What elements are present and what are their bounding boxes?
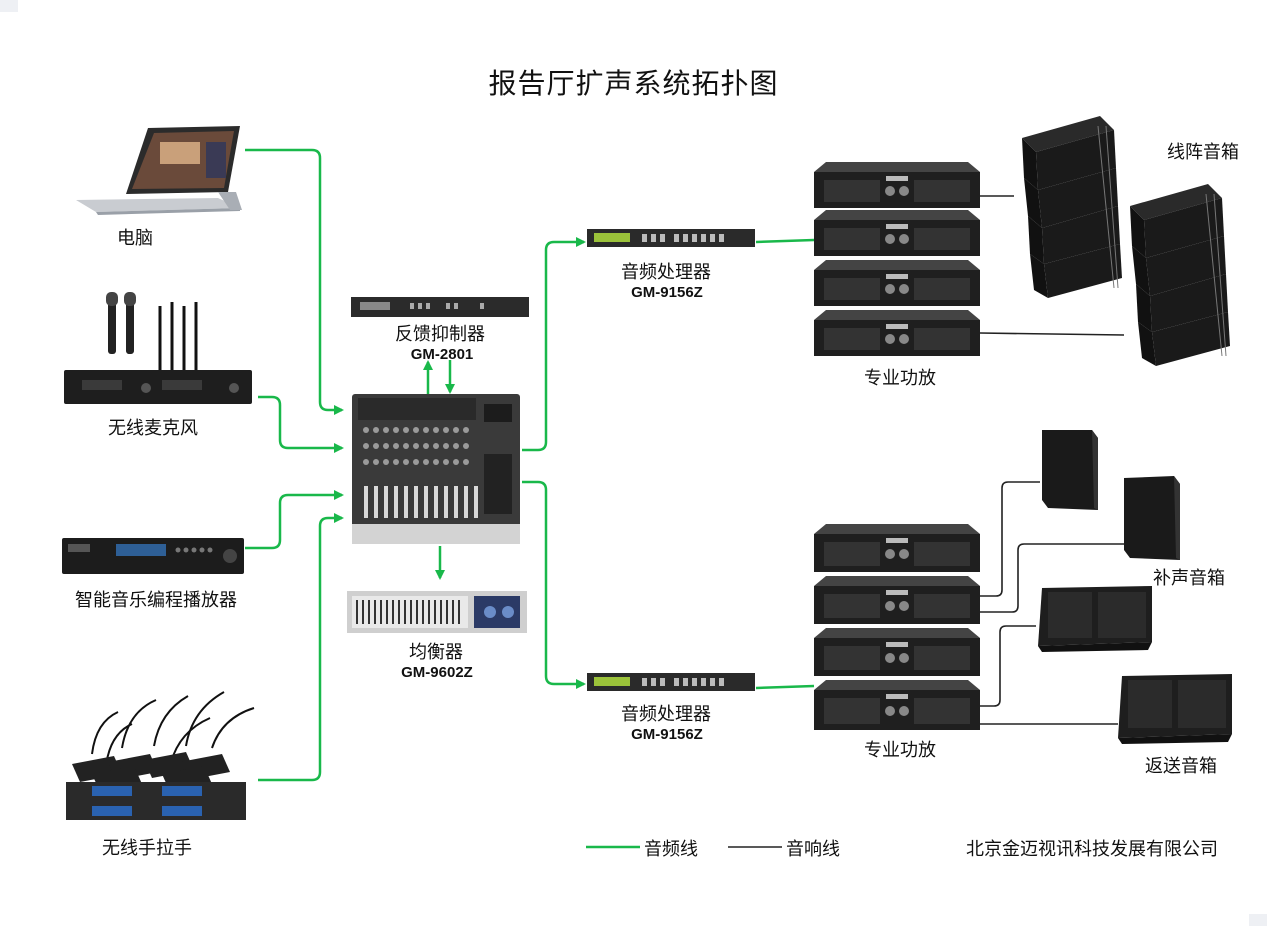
diagram-title: 报告厅扩声系统拓扑图 <box>488 67 779 100</box>
amp-bottom-label: 专业功放 <box>864 740 936 761</box>
monitor-speaker-icon <box>1038 586 1232 744</box>
audio-line-conference-mic <box>258 513 344 782</box>
corner-marker-bottom-right <box>1249 914 1267 926</box>
audio-line-processor-bottom-to-amp <box>755 684 815 690</box>
equalizer-model: GM-9602Z <box>401 664 473 681</box>
equalizer-label: 均衡器 <box>409 642 463 663</box>
conference-mic-icon <box>66 691 255 820</box>
legend-speaker-line-label: 音响线 <box>786 839 840 860</box>
processor-bottom-icon <box>587 673 755 691</box>
line-array-label: 线阵音箱 <box>1167 142 1239 163</box>
speaker-line-monitor-1 <box>980 625 1036 707</box>
audio-line-computer <box>245 148 344 415</box>
processor-top-icon <box>587 229 755 247</box>
audio-line-to-processor-top <box>522 237 586 452</box>
processor-top-model: GM-9156Z <box>631 284 703 301</box>
laptop-icon <box>76 126 242 215</box>
monitor-speaker-label: 返送音箱 <box>1145 756 1217 777</box>
corner-marker-top-left <box>0 0 18 12</box>
amp-top-label: 专业功放 <box>864 368 936 389</box>
computer-label: 电脑 <box>117 228 153 249</box>
company-name: 北京金迈视讯科技发展有限公司 <box>966 839 1218 860</box>
feedback-suppressor-label: 反馈抑制器 <box>395 324 485 345</box>
feedback-suppressor-icon <box>351 297 529 317</box>
music-player-label: 智能音乐编程播放器 <box>75 590 237 611</box>
line-array-speaker-icon <box>1022 116 1230 366</box>
conference-mic-label: 无线手拉手 <box>102 838 192 859</box>
power-amplifier-icon <box>814 162 980 208</box>
processor-bottom-model: GM-9156Z <box>631 726 703 743</box>
legend-audio-line-label: 音频线 <box>644 839 698 860</box>
processor-top-label: 音频处理器 <box>621 262 711 283</box>
power-amplifier-stack-bottom <box>814 524 980 730</box>
fill-speaker-icon <box>1042 430 1180 560</box>
audio-line-wireless-mic <box>258 395 344 453</box>
mixer-console-icon <box>352 394 520 544</box>
audio-line-to-processor-bottom <box>522 480 586 689</box>
wireless-mic-label: 无线麦克风 <box>108 418 198 439</box>
speaker-line-fill-2 <box>980 543 1124 613</box>
processor-bottom-label: 音频处理器 <box>621 704 711 725</box>
feedback-suppressor-model: GM-2801 <box>410 346 474 363</box>
fill-speaker-label: 补声音箱 <box>1153 568 1225 589</box>
speaker-line-top-2 <box>979 332 1125 336</box>
music-player-rack-icon <box>62 538 244 574</box>
wireless-mic-receiver-icon <box>64 292 252 404</box>
audio-line-music-player <box>245 490 344 550</box>
speaker-line-fill-1 <box>980 481 1040 597</box>
equalizer-icon <box>347 591 527 633</box>
audio-line-processor-top-to-amp <box>755 238 815 244</box>
power-amplifier-icon <box>814 524 980 572</box>
power-amplifier-stack-top <box>814 162 980 356</box>
